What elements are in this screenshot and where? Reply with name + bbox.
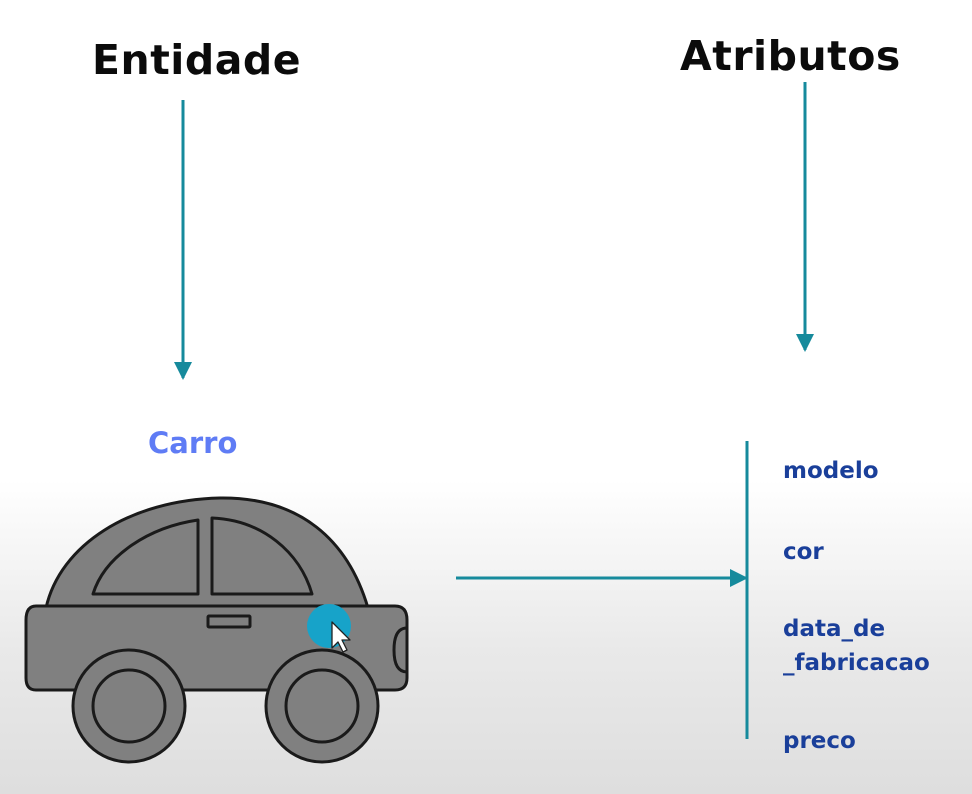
entity-heading: Entidade <box>92 36 302 84</box>
attribute-item-data-de-fabricacao: data_de _fabricacao <box>783 616 930 676</box>
mouse-cursor-icon <box>307 604 351 653</box>
car-front-window <box>210 516 314 596</box>
attribute-item-cor: cor <box>783 539 824 565</box>
cursor-arrow <box>331 621 351 653</box>
car-front-hub <box>284 668 360 744</box>
car-icon <box>24 496 409 764</box>
entity-name-label: Carro <box>148 426 238 460</box>
cursor-highlight <box>307 604 351 648</box>
attribute-item-preco: preco <box>783 728 856 754</box>
attribute-item-modelo: modelo <box>783 458 879 484</box>
car-rear-window <box>91 518 200 596</box>
car-rear-hub <box>91 668 167 744</box>
car-headlight <box>392 626 408 674</box>
car-door-handle <box>206 614 252 629</box>
attributes-heading: Atributos <box>680 32 901 80</box>
